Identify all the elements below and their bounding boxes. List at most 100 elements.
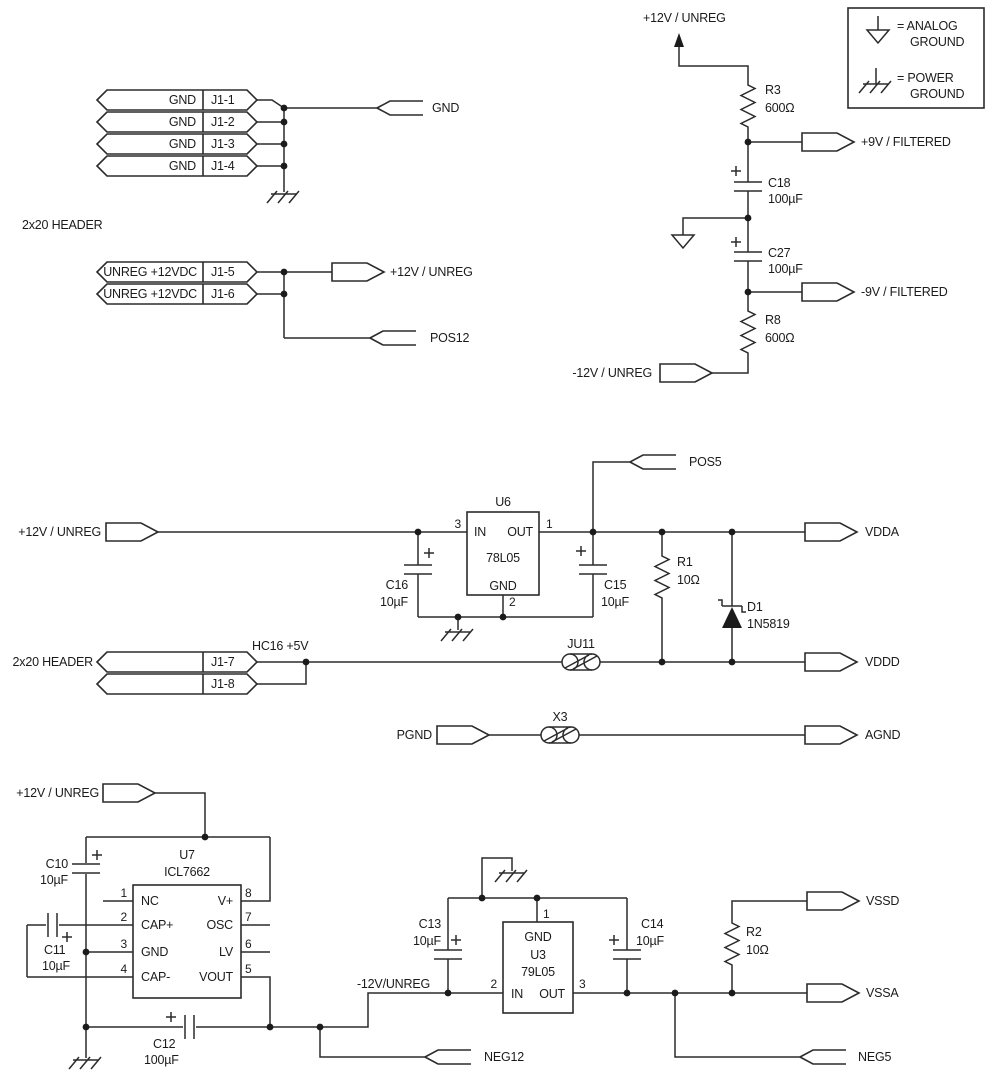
- pin-number-label: J1-8: [211, 677, 235, 691]
- junction-dot: [414, 528, 422, 536]
- net-flag-agnd: [804, 725, 858, 745]
- ic-pin-number: 1: [546, 517, 553, 531]
- junction-dot: [728, 989, 736, 997]
- ic-pin-label: CAP+: [141, 918, 173, 932]
- capacitor-value: 10µF: [636, 934, 665, 948]
- jumper-x3: [540, 726, 580, 744]
- ic-pin-number: 1: [121, 886, 128, 900]
- junction-dot: [671, 989, 679, 997]
- u6-regulator-section: +12V / UNREG U6 IN OUT 78L05 GND: [13, 454, 901, 745]
- resistor-ref: R3: [765, 83, 781, 97]
- pin-net-label: GND: [169, 93, 196, 107]
- resistor-ref: R1: [677, 555, 693, 569]
- capacitor-ref: C27: [768, 246, 791, 260]
- capacitor-c10: [71, 863, 101, 874]
- pin-number-label: J1-7: [211, 655, 235, 669]
- ic-pin-label: VOUT: [199, 970, 233, 984]
- junction-dot: [280, 104, 288, 112]
- junction-dot: [82, 1023, 90, 1031]
- capacitor-value: 10µF: [601, 595, 630, 609]
- junction-dot: [280, 140, 288, 148]
- ic-pin-label: CAP-: [141, 970, 170, 984]
- capacitor-c14: [612, 949, 642, 960]
- junction-dot: [266, 1023, 274, 1031]
- ic-pin-label: NC: [141, 894, 159, 908]
- capacitor-c13: [433, 949, 463, 960]
- net-flag-pos12: [369, 330, 417, 346]
- net-label-neg12: NEG12: [484, 1050, 524, 1064]
- power-ground-icon: [68, 1056, 102, 1070]
- ic-pin-label: GND: [489, 579, 516, 593]
- polarity-plus-icon: [575, 545, 587, 557]
- capacitor-ref: C13: [419, 917, 442, 931]
- ic-pin-label: IN: [511, 987, 523, 1001]
- ic-pin-number: 5: [245, 962, 252, 976]
- junction-dot: [744, 214, 752, 222]
- net-flag-vssa: [806, 983, 860, 1003]
- ic-pin-label: OUT: [507, 525, 533, 539]
- jumper-ref: X3: [553, 710, 568, 724]
- ic-part: 79L05: [521, 965, 555, 979]
- junction-dot: [658, 528, 666, 536]
- junction-dot: [728, 658, 736, 666]
- capacitor-c16: [403, 564, 433, 575]
- junction-dot: [302, 658, 310, 666]
- pin-net-label: GND: [169, 159, 196, 173]
- capacitor-ref: C10: [46, 857, 69, 871]
- net-flag-p12v-unreg: [105, 522, 159, 542]
- capacitor-c18: [733, 181, 763, 192]
- header-caption: 2x20 HEADER: [22, 218, 103, 232]
- net-flag-vdda: [804, 522, 858, 542]
- power-ground-icon: [266, 190, 300, 204]
- ic-pin-label: GND: [524, 930, 551, 944]
- capacitor-value: 100µF: [768, 262, 803, 276]
- net-label-neg5: NEG5: [858, 1050, 891, 1064]
- ic-part: 78L05: [486, 551, 520, 565]
- gnd-bus-wires: [257, 99, 377, 192]
- filter-chain-section: +12V / UNREG R3 600Ω +9V / FILTERED C18 …: [572, 11, 951, 383]
- resistor-r8: [740, 307, 756, 357]
- pin-net-label: UNREG +12VDC: [103, 287, 197, 301]
- legend-border: [847, 7, 985, 109]
- ic-pin-number: 1: [543, 907, 550, 921]
- net-flag-vddd: [804, 652, 858, 672]
- resistor-value: 600Ω: [765, 331, 794, 345]
- junction-dot: [658, 658, 666, 666]
- ic-pin-label: GND: [141, 945, 168, 959]
- net-label-n12v-unreg: -12V / UNREG: [572, 366, 652, 380]
- capacitor-value: 10µF: [40, 873, 69, 887]
- diode-d1: [718, 599, 746, 628]
- resistor-value: 600Ω: [765, 101, 794, 115]
- resistor-r1: [654, 552, 670, 602]
- ic-pin-label: OSC: [207, 918, 234, 932]
- junction-dot: [444, 989, 452, 997]
- net-label-pos5: POS5: [689, 455, 722, 469]
- net-label-p12v-unreg: +12V / UNREG: [18, 525, 101, 539]
- net-label-vssa: VSSA: [866, 986, 899, 1000]
- junction-dot: [533, 894, 541, 902]
- net-label-pos12: POS12: [430, 331, 470, 345]
- analog-ground-icon: [671, 234, 695, 249]
- capacitor-value: 10µF: [42, 959, 71, 973]
- capacitor-value: 100µF: [144, 1053, 179, 1067]
- junction-dot: [744, 138, 752, 146]
- ic-pin-number: 6: [245, 937, 252, 951]
- pin-number-label: J1-1: [211, 93, 235, 107]
- resistor-r2: [724, 919, 740, 969]
- diode-ref: D1: [747, 600, 763, 614]
- diode-value: 1N5819: [747, 617, 790, 631]
- junction-dot: [280, 118, 288, 126]
- legend-power-word: GROUND: [910, 87, 965, 101]
- jumper-ref: JU11: [567, 637, 595, 651]
- capacitor-c11: [47, 912, 58, 938]
- net-label-pgnd: PGND: [397, 728, 432, 742]
- pin-number-label: J1-4: [211, 159, 235, 173]
- ic-pin-number: 2: [509, 595, 516, 609]
- resistor-value: 10Ω: [677, 573, 700, 587]
- pin-net-label: GND: [169, 115, 196, 129]
- ic-u6: [466, 511, 540, 596]
- net-label-hc16-5v: HC16 +5V: [252, 639, 309, 653]
- ic-u7: [132, 884, 242, 999]
- net-label-n9v-filtered: -9V / FILTERED: [861, 285, 948, 299]
- ic-pin-number: 4: [121, 962, 128, 976]
